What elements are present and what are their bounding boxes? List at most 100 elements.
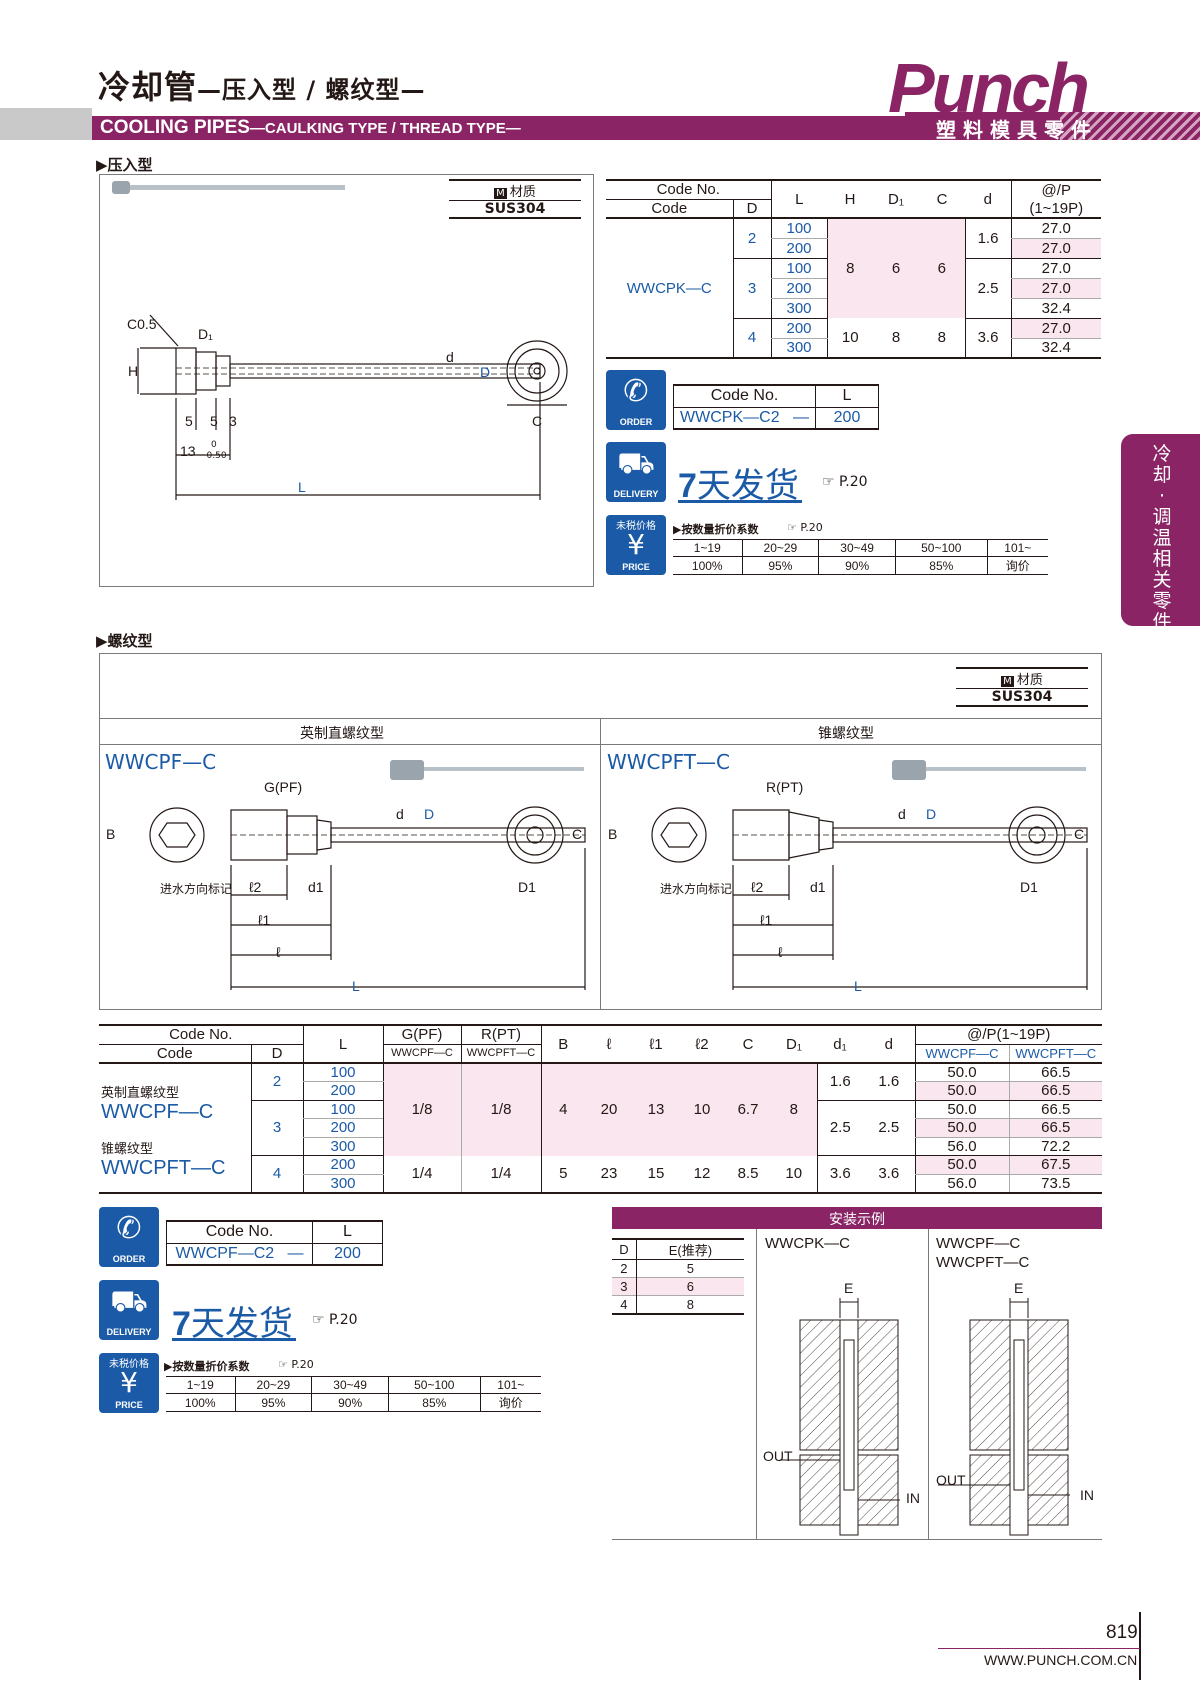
dim-b-right: B xyxy=(608,826,618,842)
dim-tol-bot: −0.50 xyxy=(199,451,227,461)
yen-icon-2: ¥ xyxy=(120,1366,138,1399)
order-icon-2: ✆ ORDER xyxy=(99,1207,159,1267)
dim-c-left: C xyxy=(572,826,583,842)
pipe-photo-pt xyxy=(892,760,1086,780)
dim-d1-left: d1 xyxy=(308,879,324,895)
dim-l2-right: ℓ2 xyxy=(751,879,764,895)
code-wwcpk: WWCPK—C xyxy=(606,218,734,358)
header-grey-bar xyxy=(0,108,92,140)
dim-d: d xyxy=(446,349,454,365)
dim-D-right: D xyxy=(926,806,937,822)
material-icon-2: M xyxy=(1001,676,1014,687)
page-title-en: COOLING PIPES—CAULKING TYPE / THREAD TYP… xyxy=(100,117,521,138)
price-icon-2: 未税价格 ¥ PRICE xyxy=(99,1353,159,1413)
thread-left-title: 英制直螺纹型 xyxy=(300,726,384,742)
install-title: 安装示例 xyxy=(829,1212,885,1228)
truck-icon-2: ⛟ xyxy=(110,1284,148,1319)
side-tab[interactable] xyxy=(1121,434,1200,626)
footer-url[interactable]: WWW.PUNCH.COM.CN xyxy=(984,1652,1138,1668)
phone-icon: ✆ xyxy=(623,374,649,409)
thread-box-vdivider xyxy=(600,718,601,1010)
delivery-days-2: 7天发货 xyxy=(172,1305,293,1343)
dim-tol-top: 0 xyxy=(211,440,217,450)
page-number: 819 xyxy=(1106,1622,1138,1643)
caulking-drawing-box xyxy=(99,174,594,587)
dim-L-left: L xyxy=(352,978,360,994)
price-discount-ref-2: ☞ P.20 xyxy=(278,1358,314,1371)
delivery-ref-2: ☞ P.20 xyxy=(312,1312,358,1328)
price-icon-1: 未税价格 ¥ PRICE xyxy=(606,515,666,575)
install-out-right: OUT xyxy=(936,1472,966,1488)
dim-c: C xyxy=(532,413,543,429)
install-e-right: E xyxy=(1014,1280,1024,1296)
title-bar xyxy=(92,116,1038,140)
delivery-icon-1: ⛟ DELIVERY xyxy=(606,442,666,502)
phone-icon-2: ✆ xyxy=(116,1211,142,1246)
order-icon-1: ✆ ORDER xyxy=(606,370,666,430)
dim-d-right: d xyxy=(898,806,906,822)
material-icon: M xyxy=(494,188,507,199)
caulking-pipe-drawing xyxy=(137,314,568,500)
footer-hline xyxy=(938,1648,1140,1649)
section-thread-label: ▶螺纹型 xyxy=(96,632,153,650)
install-bottom-line xyxy=(612,1539,1102,1540)
dim-c-right: C xyxy=(1074,826,1085,842)
water-mark-label-left: 进水方向标记 xyxy=(160,882,233,896)
install-vline-1 xyxy=(756,1229,757,1539)
pipe-photo-pf xyxy=(390,760,584,780)
dim-b-left: B xyxy=(106,826,116,842)
pipe-photo-caulking xyxy=(112,181,345,194)
install-in-right: IN xyxy=(1080,1487,1094,1503)
install-drawings xyxy=(780,1298,1070,1536)
caulking-spec-table: Code No. L H D₁ C d @/P Code D (1~19P) W… xyxy=(606,179,1101,359)
page-title-cn: 冷却管—压入型 / 螺纹型— xyxy=(98,68,426,106)
dim-rpt: R(PT) xyxy=(766,779,804,795)
install-in-left: IN xyxy=(906,1490,920,1506)
install-left-code: WWCPK—C xyxy=(765,1235,850,1252)
price-discount-head-1: ▶按数量折价系数 xyxy=(673,523,759,536)
truck-icon: ⛟ xyxy=(617,446,655,481)
dim-D1-left: D1 xyxy=(518,879,536,895)
footer-vline xyxy=(1139,1612,1141,1680)
order-example-2: Code No.L WWCPF—C2 —200 xyxy=(166,1220,383,1266)
dim-D-left: D xyxy=(424,806,435,822)
side-tab-label: 冷却·调温相关零件 xyxy=(1152,443,1172,633)
thread-right-code: WWCPFT—C xyxy=(607,750,730,774)
dim-gpf: G(PF) xyxy=(264,779,303,795)
price-discount-head-2: ▶按数量折价系数 xyxy=(164,1360,250,1373)
logo-stripes xyxy=(1060,112,1200,140)
thread-code-cell: 英制直螺纹型 WWCPF—C 锥螺纹型 WWCPFT—C xyxy=(99,1063,252,1193)
yen-icon: ¥ xyxy=(627,528,645,561)
dim-3: 3 xyxy=(229,413,237,429)
delivery-underline-2 xyxy=(172,1338,296,1341)
water-mark-label-right: 进水方向标记 xyxy=(660,882,733,896)
dim-d1: D₁ xyxy=(198,326,213,342)
brand-logo: Punch xyxy=(888,49,1090,127)
dim-D1-right: D1 xyxy=(1020,879,1038,895)
dim-d-left: d xyxy=(396,806,404,822)
dim-l-left: ℓ xyxy=(276,944,281,960)
dim-l2-left: ℓ2 xyxy=(249,879,262,895)
thread-right-title: 锥螺纹型 xyxy=(818,726,874,742)
brand-subtitle: 塑料模具零件 xyxy=(936,118,1098,142)
delivery-underline-1 xyxy=(678,500,802,503)
thread-left-code: WWCPF—C xyxy=(105,750,217,774)
dim-l1-left: ℓ1 xyxy=(258,912,271,928)
dim-h: H xyxy=(128,363,139,379)
dim-d1-right: d1 xyxy=(810,879,826,895)
delivery-days-1: 7天发货 xyxy=(678,467,799,505)
dim-D: D xyxy=(480,364,491,380)
install-out-left: OUT xyxy=(763,1448,793,1464)
install-e-left: E xyxy=(844,1280,854,1296)
dim-l1-right: ℓ1 xyxy=(760,912,773,928)
price-discount-ref-1: ☞ P.20 xyxy=(787,521,823,534)
dim-5b: 5 xyxy=(210,413,218,429)
install-right-code-b: WWCPFT—C xyxy=(936,1254,1030,1271)
dim-5a: 5 xyxy=(185,413,193,429)
dim-L-right: L xyxy=(854,978,862,994)
